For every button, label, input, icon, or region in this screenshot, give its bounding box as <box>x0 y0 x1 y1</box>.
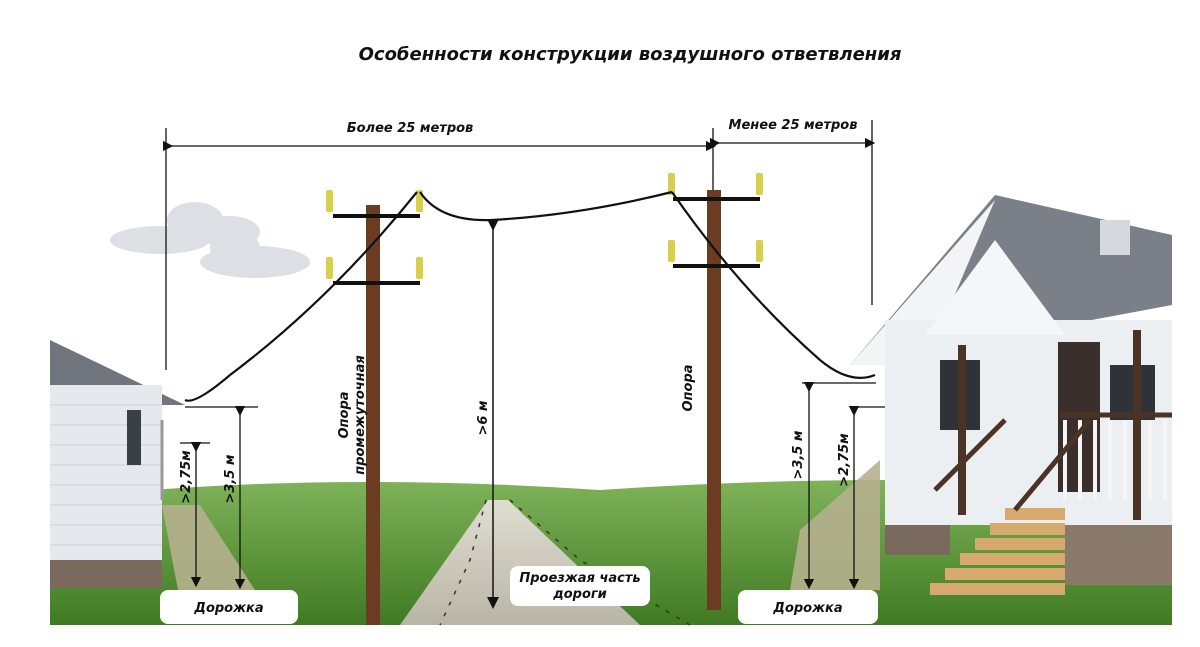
path-right-box: Дорожка <box>738 590 878 624</box>
intermediate-pole <box>326 190 423 625</box>
label-pole: Опора <box>681 364 696 411</box>
label-less-25: Менее 25 метров <box>729 118 858 133</box>
label-left-h275: >2,75м <box>179 450 194 504</box>
road-label-line1: Проезжая часть <box>519 571 640 586</box>
insulator-icon <box>416 257 423 279</box>
label-height-6m: >6 м <box>476 400 491 435</box>
road-label-box: Проезжая часть дороги <box>510 566 650 606</box>
path-left-box: Дорожка <box>160 590 298 624</box>
label-right-h35: >3,5 м <box>791 430 806 479</box>
label-more-25: Более 25 метров <box>347 121 474 136</box>
dimension-lines <box>162 120 876 370</box>
road-label-line2: дороги <box>552 587 607 602</box>
insulator-icon <box>326 190 333 212</box>
insulator-icon <box>668 240 675 262</box>
label-right-h275: >2,75м <box>837 433 852 487</box>
diagram-title: Особенности конструкции воздушного ответ… <box>359 44 902 65</box>
road-edge-left <box>439 499 487 626</box>
path-right-label: Дорожка <box>772 601 842 616</box>
label-left-h35: >3,5 м <box>223 454 238 503</box>
left-height-markers <box>180 405 258 590</box>
label-pole-intermediate-2: промежуточная <box>353 355 368 475</box>
insulator-icon <box>756 240 763 262</box>
insulator-icon <box>668 173 675 195</box>
cloud-icon <box>110 202 310 278</box>
left-house <box>50 340 255 590</box>
overhead-wires <box>184 190 876 402</box>
path-left-label: Дорожка <box>193 601 263 616</box>
right-height-markers <box>802 381 885 590</box>
main-pole <box>668 173 763 610</box>
insulator-icon <box>756 173 763 195</box>
insulator-icon <box>326 257 333 279</box>
label-pole-intermediate-1: Опора <box>337 391 352 438</box>
